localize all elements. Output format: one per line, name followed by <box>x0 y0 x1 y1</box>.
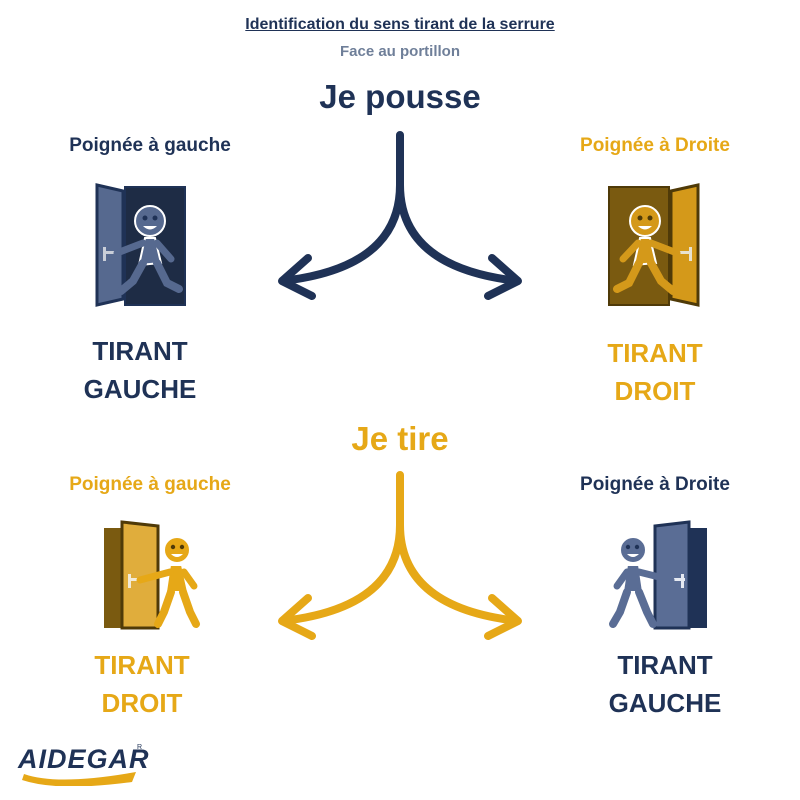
page-title: Identification du sens tirant de la serr… <box>245 16 555 33</box>
logo-backdrop-icon <box>22 772 136 786</box>
push-left-handle-label: Poignée à gauche <box>69 135 231 156</box>
push-right-result-line1: TIRANT <box>607 338 703 368</box>
page-subtitle: Face au portillon <box>339 43 460 60</box>
pull-right-handle-label: Poignée à Droite <box>580 474 730 495</box>
push-right-handle-label: Poignée à Droite <box>580 135 730 156</box>
push-right-result: TIRANT DROIT <box>555 334 755 410</box>
pull-right-result-line2: GAUCHE <box>608 688 722 718</box>
push-left-result-line1: TIRANT <box>92 336 188 366</box>
pull-left-result-line1: TIRANT <box>94 650 190 680</box>
push-left-door-person-icon <box>95 183 186 307</box>
push-right-door-person-icon <box>608 183 700 307</box>
logo-registered-mark: R <box>137 744 143 751</box>
pull-left-result-line2: DROIT <box>101 688 183 718</box>
push-label: Je pousse <box>319 78 481 115</box>
pull-label: Je tire <box>351 420 449 457</box>
aidegar-logo: AIDEGAR R <box>18 742 150 786</box>
push-left-result-line2: GAUCHE <box>83 374 197 404</box>
pull-fork-arrow-icon <box>278 471 522 640</box>
logo-text: AIDEGAR <box>18 744 150 774</box>
push-left-result: TIRANT GAUCHE <box>40 332 240 408</box>
push-right-result-line2: DROIT <box>614 376 696 406</box>
pull-left-result: TIRANT DROIT <box>42 646 242 722</box>
pull-left-handle-label: Poignée à gauche <box>69 474 231 495</box>
pull-right-result-line1: TIRANT <box>617 650 713 680</box>
pull-right-result: TIRANT GAUCHE <box>565 646 765 722</box>
pull-left-door-person-icon <box>104 520 200 630</box>
pull-right-door-person-icon <box>609 520 707 630</box>
push-fork-arrow-icon <box>278 131 522 300</box>
